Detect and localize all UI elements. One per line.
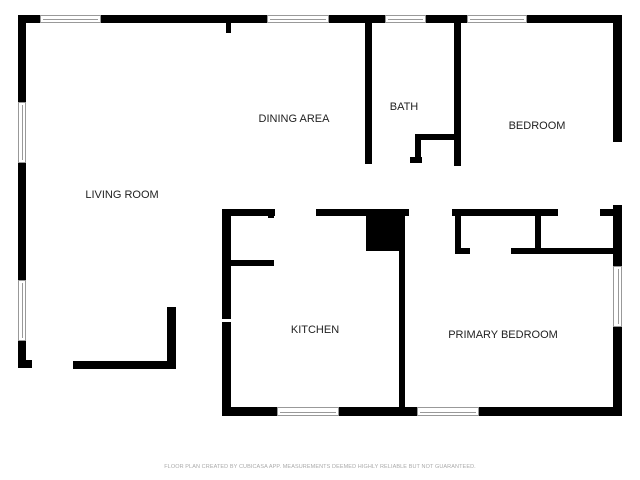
wall-kitchen-pantry xyxy=(226,260,274,266)
window-primary-right xyxy=(613,266,622,327)
wall-bath-closet-top xyxy=(415,134,458,140)
wall-left xyxy=(18,15,26,368)
wall-closet-divider xyxy=(535,213,541,253)
room-label-bedroom: BEDROOM xyxy=(508,120,566,132)
wall-closet-top-right xyxy=(600,209,616,216)
wall-living-bottom-b xyxy=(73,361,176,369)
window-dining-top xyxy=(267,15,329,23)
window-living-left-upper xyxy=(18,102,26,163)
room-label-living-room: LIVING ROOM xyxy=(85,189,159,201)
window-living-left-lower xyxy=(18,280,26,341)
wall-mid-left xyxy=(222,209,275,216)
wall-bath-stub xyxy=(410,157,422,163)
wall-closet-left xyxy=(455,209,461,254)
wall-kitchen-left-lower xyxy=(222,322,231,416)
window-living-top xyxy=(40,15,101,23)
wall-bath-closet-left xyxy=(415,134,421,163)
wall-kitchen-right xyxy=(399,209,405,414)
footer-disclaimer: FLOOR PLAN CREATED BY CUBICASA APP. MEAS… xyxy=(164,464,476,470)
wall-mid-center xyxy=(316,209,409,216)
wall-pantry-stub xyxy=(268,209,274,218)
wall-living-notch xyxy=(167,307,176,369)
wall-bath-left xyxy=(365,15,372,164)
window-primary-bottom xyxy=(417,407,479,416)
chimney-block xyxy=(366,209,403,251)
room-label-kitchen: KITCHEN xyxy=(290,324,340,336)
wall-stub-dining xyxy=(226,23,231,33)
room-label-dining-area: DINING AREA xyxy=(258,113,330,125)
room-label-primary-bedroom: PRIMARY BEDROOM xyxy=(448,329,558,341)
wall-bath-right xyxy=(454,15,461,166)
wall-living-bottom-a xyxy=(18,360,32,368)
window-bedroom-top xyxy=(467,15,527,23)
wall-closet-top xyxy=(452,209,558,216)
window-bath-top xyxy=(385,15,426,23)
room-label-bath: BATH xyxy=(389,101,419,113)
wall-right-upper xyxy=(613,15,622,142)
window-kitchen-bottom xyxy=(277,407,339,416)
wall-closet-bottom-a xyxy=(455,248,470,254)
wall-closet-bottom-b xyxy=(511,248,615,254)
